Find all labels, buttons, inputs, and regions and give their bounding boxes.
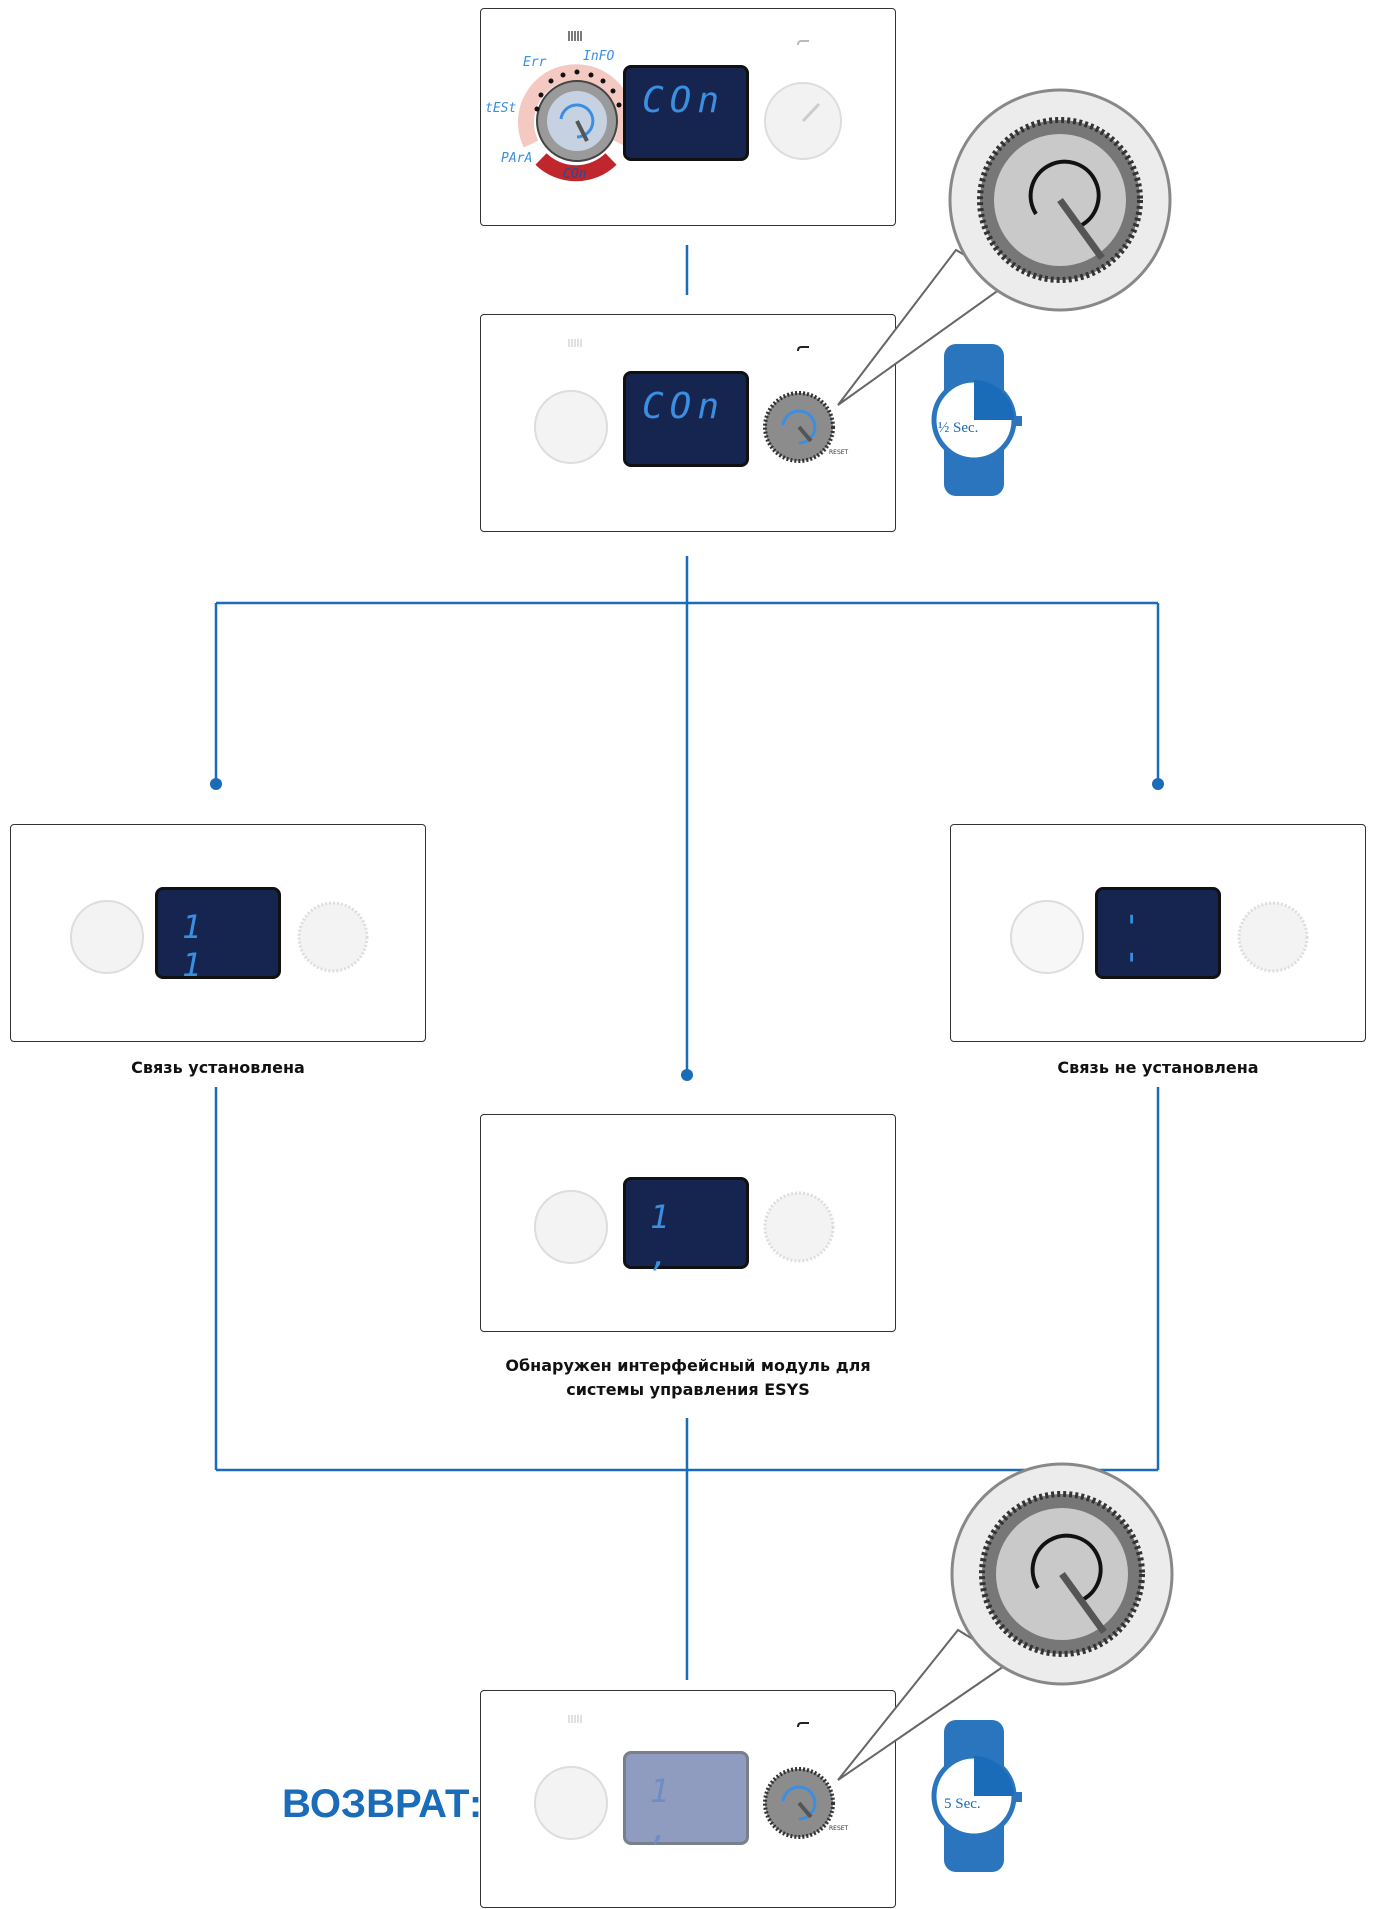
- menu-label-con: COn: [563, 167, 587, 182]
- knob-left: [534, 1190, 608, 1264]
- lcd-display-1: COn: [623, 65, 749, 161]
- node-dot-center: [681, 1069, 693, 1081]
- knob-right: [297, 901, 369, 973]
- return-heading: ВОЗВРАТ:: [282, 1782, 483, 1826]
- node-dot-left: [210, 778, 222, 790]
- menu-label-para: PArA: [501, 151, 533, 166]
- caption-connected: Связь установлена: [131, 1058, 305, 1077]
- control-panel-bottom: 1 , RESET: [480, 1690, 896, 1908]
- control-panel-left: 1 1: [10, 824, 426, 1042]
- mode-ring-active: [535, 153, 617, 182]
- lcd-text-bottom: 1 ,: [650, 1772, 694, 1848]
- watch-timer-icon-2: [931, 1720, 1022, 1872]
- menu-label-test: tESt: [485, 101, 517, 116]
- lcd-text-center: 1 ,: [650, 1198, 694, 1274]
- menu-label-err-text: Err: [523, 55, 547, 70]
- reset-label-bottom: RESET: [829, 1825, 849, 1832]
- timer-label-1: ½ Sec.: [938, 420, 979, 436]
- lcd-display-bottom: 1 ,: [623, 1751, 749, 1848]
- control-panel-right: ' ': [950, 824, 1366, 1042]
- radiator-icon: [568, 339, 582, 347]
- caption-esys-line2: системы управления ESYS: [566, 1380, 810, 1399]
- tap-icon: [797, 1722, 809, 1728]
- lcd-display-right: ' ': [1095, 887, 1221, 984]
- control-panel-1: Err InFO tESt PArA COn COn: [480, 8, 896, 226]
- control-panel-2: COn RESET: [480, 314, 896, 532]
- lcd-display-left: 1 1: [155, 887, 281, 984]
- menu-label-info: InFO: [583, 49, 615, 64]
- knob-left: [70, 900, 144, 974]
- knob-left: [534, 1766, 608, 1840]
- radiator-icon: [568, 31, 582, 41]
- knob-right: [1237, 901, 1309, 973]
- reset-label: RESET: [829, 449, 849, 456]
- caption-esys: Обнаружен интерфейсный модуль для систем…: [440, 1354, 936, 1402]
- knob-left: [534, 390, 608, 464]
- node-dot-right: [1152, 778, 1164, 790]
- knob-right: [763, 1191, 835, 1263]
- lcd-text-left: 1 1: [182, 908, 226, 984]
- caption-esys-line1: Обнаружен интерфейсный модуль для: [505, 1356, 871, 1375]
- lcd-text-2: COn: [642, 386, 726, 427]
- radiator-icon: [568, 1715, 582, 1723]
- tap-icon: [797, 40, 809, 46]
- lcd-display-center: 1 ,: [623, 1177, 749, 1274]
- knob-left: [1010, 900, 1084, 974]
- timer-label-2: 5 Sec.: [944, 1796, 981, 1812]
- lcd-text-right: ' ': [1122, 908, 1166, 984]
- caption-not-connected: Связь не установлена: [1057, 1058, 1259, 1077]
- rotate-arrow-icon: [559, 103, 595, 139]
- control-panel-center: 1 ,: [480, 1114, 896, 1332]
- tap-icon: [797, 346, 809, 352]
- lcd-text-1: COn: [642, 80, 726, 121]
- watch-timer-icon: [931, 344, 1022, 496]
- lcd-display-2: COn: [623, 371, 749, 467]
